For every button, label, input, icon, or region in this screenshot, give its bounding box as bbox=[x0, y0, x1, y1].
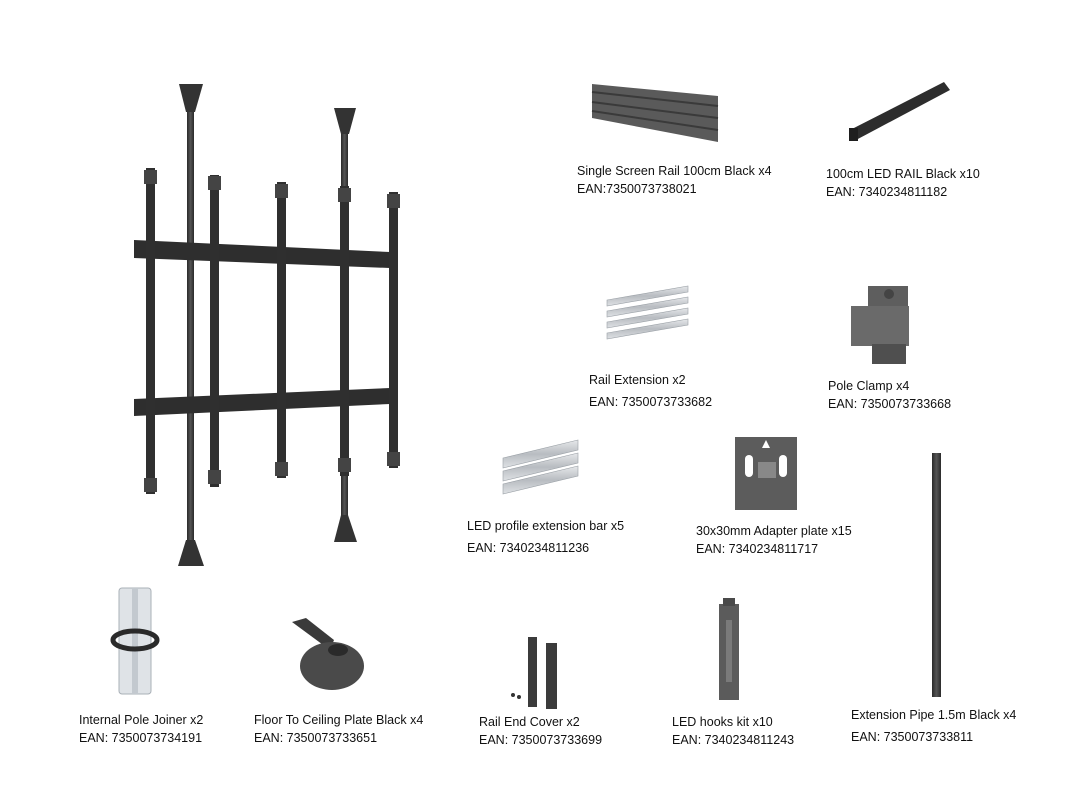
item-ean: EAN: 7350073734191 bbox=[79, 731, 203, 745]
led-profile-extension-bar-image bbox=[502, 439, 579, 495]
item-ean: EAN: 7340234811717 bbox=[696, 542, 819, 556]
item-led-rail: 100cm LED RAIL Black x10 EAN: 7340234811… bbox=[826, 165, 980, 201]
item-ean: EAN: 7340234811182 bbox=[826, 185, 948, 199]
item-ean: EAN: 7350073733811 bbox=[851, 730, 974, 744]
rail-end-cover-image bbox=[511, 637, 557, 709]
item-ean: EAN: 7350073733668 bbox=[828, 397, 952, 411]
item-title: Single Screen Rail 100cm Black x4 bbox=[577, 164, 772, 178]
item-ean: EAN:7350073738021 bbox=[577, 182, 697, 196]
item-adapter-plate: 30x30mm Adapter plate x15 EAN: 734023481… bbox=[696, 522, 852, 558]
item-title: LED profile extension bar x5 bbox=[467, 519, 625, 533]
item-pole-clamp: Pole Clamp x4 EAN: 7350073733668 bbox=[828, 377, 951, 413]
item-title: 100cm LED RAIL Black x10 bbox=[826, 167, 980, 181]
item-rail-extension: Rail Extension x2 EAN: 7350073733682 bbox=[589, 371, 712, 411]
item-title: 30x30mm Adapter plate x15 bbox=[696, 524, 852, 538]
pole-clamp-image bbox=[851, 286, 909, 364]
adapter-plate-image bbox=[735, 437, 797, 510]
single-screen-rail-image bbox=[591, 84, 719, 142]
extension-pipe-image bbox=[932, 453, 941, 697]
item-rail-end-cover: Rail End Cover x2 EAN: 7350073733699 bbox=[479, 713, 602, 749]
item-ean: EAN: 7340234811243 bbox=[672, 733, 795, 747]
item-internal-pole-joiner: Internal Pole Joiner x2 EAN: 73500737341… bbox=[79, 711, 203, 747]
item-title: Rail End Cover x2 bbox=[479, 715, 580, 729]
item-single-screen-rail: Single Screen Rail 100cm Black x4 EAN:73… bbox=[577, 162, 772, 198]
rail-extension-image bbox=[606, 285, 689, 340]
item-title: Rail Extension x2 bbox=[589, 373, 686, 387]
led-hooks-kit-image bbox=[719, 598, 739, 700]
internal-pole-joiner-image bbox=[110, 587, 160, 695]
item-title: Extension Pipe 1.5m Black x4 bbox=[851, 708, 1017, 722]
item-ean: EAN: 7350073733651 bbox=[254, 731, 378, 745]
item-title: Floor To Ceiling Plate Black x4 bbox=[254, 713, 424, 727]
assembled-wall-mount-image bbox=[134, 84, 400, 566]
item-ean: EAN: 7340234811236 bbox=[467, 541, 590, 555]
item-title: LED hooks kit x10 bbox=[672, 715, 773, 729]
item-led-hooks-kit: LED hooks kit x10 EAN: 7340234811243 bbox=[672, 713, 794, 749]
led-rail-image bbox=[849, 82, 950, 141]
item-led-profile-extension-bar: LED profile extension bar x5 EAN: 734023… bbox=[467, 517, 624, 557]
item-ean: EAN: 7350073733682 bbox=[589, 395, 713, 409]
item-title: Internal Pole Joiner x2 bbox=[79, 713, 204, 727]
item-title: Pole Clamp x4 bbox=[828, 379, 910, 393]
floor-to-ceiling-plate-image bbox=[292, 618, 364, 690]
item-extension-pipe: Extension Pipe 1.5m Black x4 EAN: 735007… bbox=[851, 706, 1016, 746]
item-floor-to-ceiling-plate: Floor To Ceiling Plate Black x4 EAN: 735… bbox=[254, 711, 423, 747]
item-ean: EAN: 7350073733699 bbox=[479, 733, 603, 747]
